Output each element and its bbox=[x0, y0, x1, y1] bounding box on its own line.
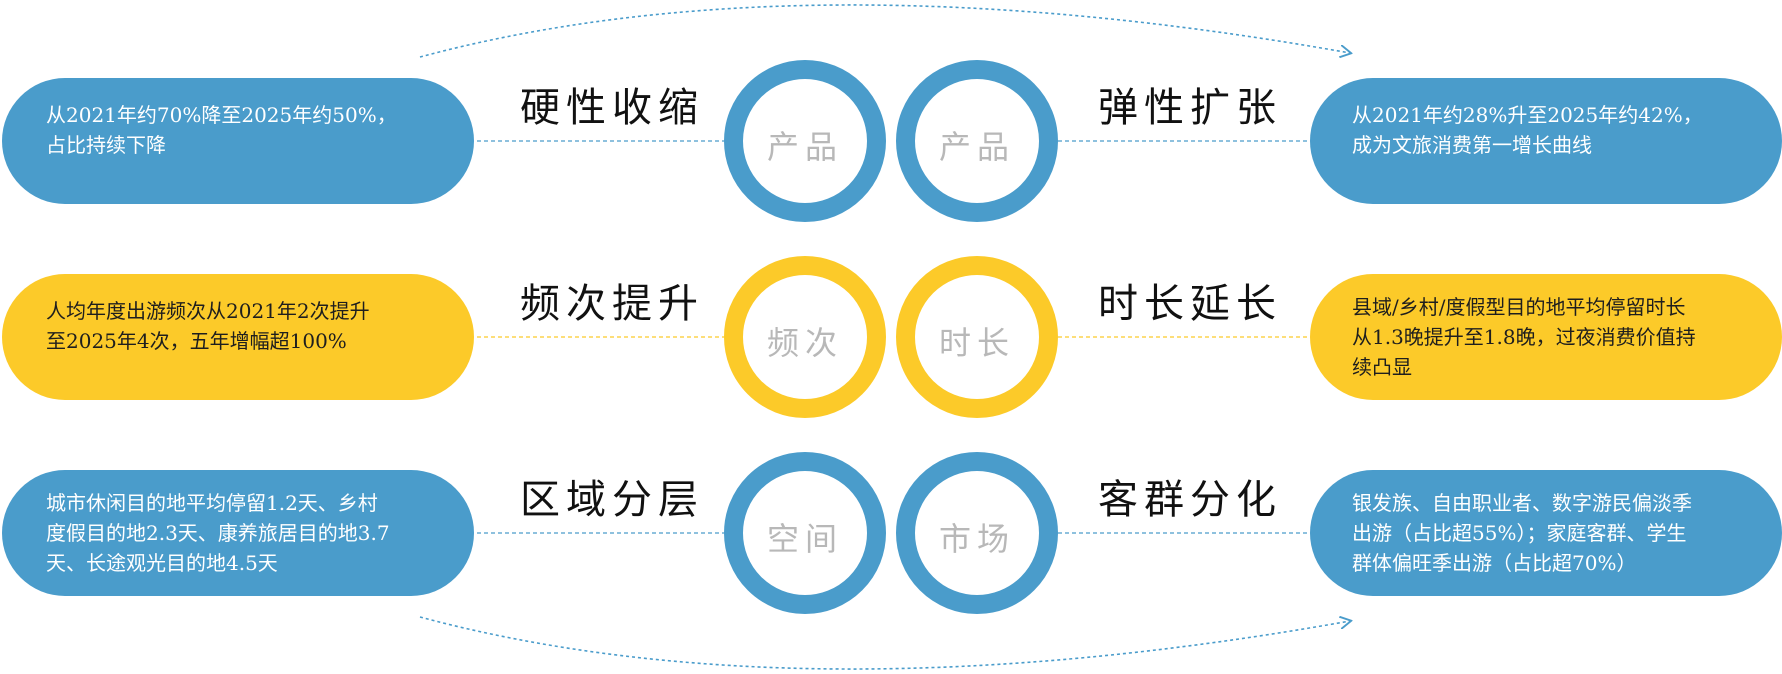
row2-left-circle: 频次 bbox=[724, 256, 886, 418]
row2-right-heading: 时长延长 bbox=[1098, 281, 1282, 327]
description-line: 人均年度出游频次从2021年2次提升 bbox=[46, 299, 370, 323]
circle-label: 时长 bbox=[938, 324, 1015, 362]
row3-left-heading: 区域分层 bbox=[520, 477, 704, 523]
row1-right-description: 从2021年约28%升至2025年约42%， 成为文旅消费第一增长曲线 bbox=[1310, 78, 1782, 204]
description-line: 群体偏旺季出游（占比超70%） bbox=[1352, 551, 1637, 575]
description-line: 天、长途观光目的地4.5天 bbox=[46, 551, 278, 575]
row1-left-heading: 硬性收缩 bbox=[520, 85, 704, 131]
circle-label: 市场 bbox=[938, 520, 1015, 558]
row2-right-circle: 时长 bbox=[896, 256, 1058, 418]
description-line: 续凸显 bbox=[1352, 355, 1412, 379]
row1-right-circle: 产品 bbox=[896, 60, 1058, 222]
row2-left-description: 人均年度出游频次从2021年2次提升 至2025年4次，五年增幅超100% bbox=[2, 274, 474, 400]
row3-right-circle: 市场 bbox=[896, 452, 1058, 614]
bottom-arc-arrow bbox=[419, 617, 1350, 670]
row2-right-description: 县域/乡村/度假型目的地平均停留时长 从1.3晚提升至1.8晚，过夜消费价值持 … bbox=[1310, 274, 1782, 400]
description-line: 从2021年约28%升至2025年约42%， bbox=[1352, 103, 1703, 127]
circle-label: 频次 bbox=[766, 324, 843, 362]
description-line: 至2025年4次，五年增幅超100% bbox=[46, 329, 347, 353]
top-arc-arrow bbox=[419, 4, 1350, 57]
row1-left-description: 从2021年约70%降至2025年约50%， 占比持续下降 bbox=[2, 78, 474, 204]
row1-left-circle: 产品 bbox=[724, 60, 886, 222]
description-line: 从2021年约70%降至2025年约50%， bbox=[46, 103, 397, 127]
description-line: 县域/乡村/度假型目的地平均停留时长 bbox=[1352, 295, 1686, 319]
description-line: 从1.3晚提升至1.8晚，过夜消费价值持 bbox=[1352, 325, 1696, 349]
row3-left-description: 城市休闲目的地平均停留1.2天、乡村 度假目的地2.3天、康养旅居目的地3.7 … bbox=[2, 470, 474, 596]
description-line: 度假目的地2.3天、康养旅居目的地3.7 bbox=[46, 521, 390, 545]
description-line: 占比持续下降 bbox=[46, 133, 166, 157]
row3-right-description: 银发族、自由职业者、数字游民偏淡季 出游（占比超55%）；家庭客群、学生 群体偏… bbox=[1310, 470, 1782, 596]
row2-left-heading: 频次提升 bbox=[520, 281, 704, 327]
circle-label: 产品 bbox=[766, 128, 843, 166]
description-line: 成为文旅消费第一增长曲线 bbox=[1352, 133, 1592, 157]
description-line: 银发族、自由职业者、数字游民偏淡季 bbox=[1352, 491, 1692, 515]
circle-label: 空间 bbox=[766, 520, 843, 558]
row1-right-heading: 弹性扩张 bbox=[1098, 85, 1282, 131]
row3-right-heading: 客群分化 bbox=[1098, 477, 1282, 523]
description-line: 出游（占比超55%）；家庭客群、学生 bbox=[1352, 521, 1687, 545]
description-line: 城市休闲目的地平均停留1.2天、乡村 bbox=[46, 491, 378, 515]
row3-left-circle: 空间 bbox=[724, 452, 886, 614]
circle-label: 产品 bbox=[938, 128, 1015, 166]
